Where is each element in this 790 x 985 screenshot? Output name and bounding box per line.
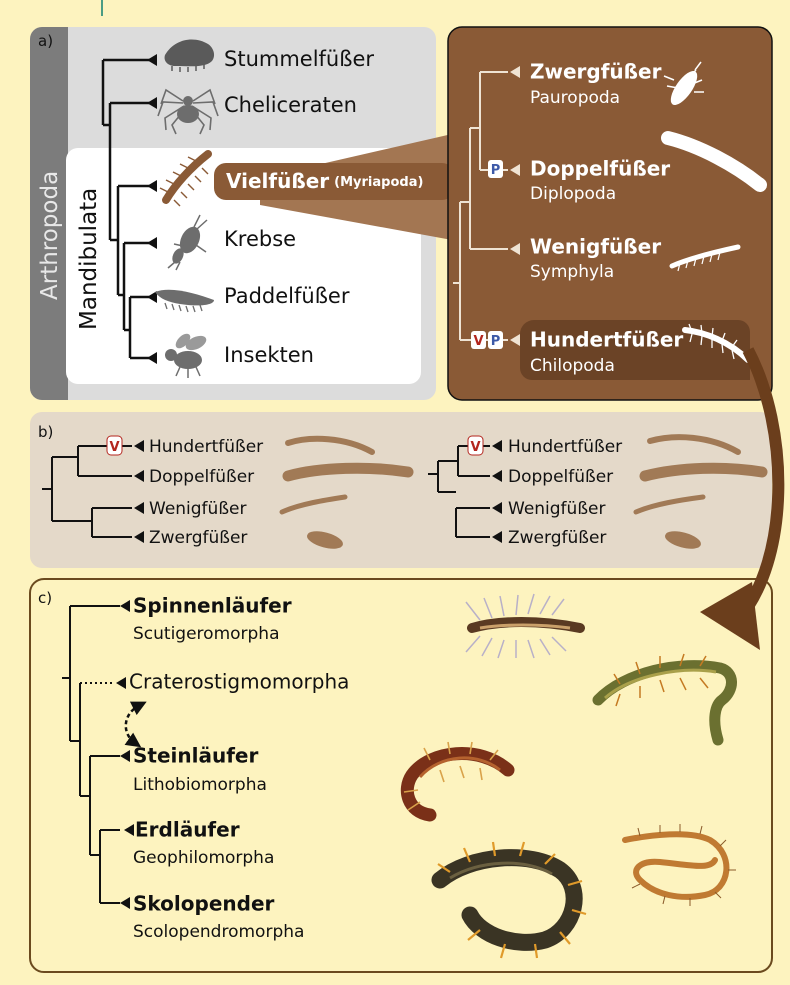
panel-b: b) V Hundertfüßer Doppelfüßer Wenigfüßer… bbox=[30, 412, 772, 568]
badge-v-right: V bbox=[468, 436, 483, 455]
group-name-doppelfuesser: Doppelfüßer bbox=[530, 157, 670, 181]
group-name-wenigfuesser: Wenigfüßer bbox=[530, 235, 661, 259]
group-name-hundertfuesser: Hundertfüßer bbox=[530, 328, 683, 352]
order-latin-craterostigmomorpha: Craterostigmomorpha bbox=[129, 670, 349, 694]
arthropoda-label: Arthropoda bbox=[37, 171, 63, 300]
myriapoda-panel: P V P Zwergfüßer Pauropoda Doppelfüßer D… bbox=[448, 27, 772, 400]
panel-b-box bbox=[30, 412, 772, 568]
b-left-taxon-4: Zwergfüßer bbox=[149, 528, 247, 548]
mandibulata-label: Mandibulata bbox=[76, 188, 102, 330]
taxon-insekten: Insekten bbox=[224, 343, 314, 367]
b-right-taxon-4: Zwergfüßer bbox=[508, 528, 606, 548]
panel-a: a) Arthropoda Mandibulata bbox=[30, 27, 454, 400]
badge-p2-text: P bbox=[491, 334, 501, 349]
badge-v-text: V bbox=[473, 334, 483, 349]
group-latin-diplopoda: Diplopoda bbox=[530, 184, 616, 204]
badge-p-text: P bbox=[491, 163, 501, 178]
group-latin-symphyla: Symphyla bbox=[530, 262, 614, 282]
panel-b-label: b) bbox=[38, 423, 53, 441]
taxon-krebse: Krebse bbox=[224, 227, 296, 251]
taxon-paddelfuesser: Paddelfüßer bbox=[224, 284, 350, 308]
badge-v-right-text: V bbox=[470, 440, 480, 455]
badge-v-hundertfuesser: V bbox=[471, 331, 486, 349]
b-right-taxon-2: Doppelfüßer bbox=[508, 467, 613, 487]
order-name-erdlaeufer: Erdläufer bbox=[135, 818, 240, 842]
group-name-zwergfuesser: Zwergfüßer bbox=[530, 60, 662, 84]
order-latin-scolopendromorpha: Scolopendromorpha bbox=[133, 922, 304, 942]
b-right-taxon-3: Wenigfüßer bbox=[508, 499, 605, 519]
b-right-taxon-1: Hundertfüßer bbox=[508, 437, 622, 457]
order-latin-scutigeromorpha: Scutigeromorpha bbox=[133, 624, 280, 644]
b-left-taxon-1: Hundertfüßer bbox=[149, 437, 263, 457]
b-left-taxon-2: Doppelfüßer bbox=[149, 467, 254, 487]
group-latin-chilopoda: Chilopoda bbox=[530, 356, 615, 376]
badge-v-left-text: V bbox=[109, 440, 119, 455]
taxon-stummelfuesser: Stummelfüßer bbox=[224, 47, 374, 71]
taxon-cheliceraten: Cheliceraten bbox=[224, 93, 357, 117]
b-left-taxon-3: Wenigfüßer bbox=[149, 499, 246, 519]
group-latin-pauropoda: Pauropoda bbox=[530, 88, 620, 108]
order-name-steinlaeufer: Steinläufer bbox=[133, 744, 258, 768]
badge-v-left: V bbox=[107, 436, 122, 455]
panel-c-label: c) bbox=[38, 589, 52, 607]
order-latin-lithobiomorpha: Lithobiomorpha bbox=[133, 775, 267, 795]
order-latin-geophilomorpha: Geophilomorpha bbox=[133, 848, 274, 868]
myriapoda-name: Vielfüßer bbox=[226, 169, 329, 193]
myriapoda-latin: (Myriapoda) bbox=[334, 175, 423, 190]
order-name-spinnenlaeufer: Spinnenläufer bbox=[133, 594, 292, 618]
order-name-skolopender: Skolopender bbox=[133, 892, 275, 916]
badge-p-hundertfuesser: P bbox=[488, 331, 503, 349]
panel-a-label: a) bbox=[38, 32, 53, 50]
badge-p-doppelfuesser: P bbox=[488, 160, 503, 178]
